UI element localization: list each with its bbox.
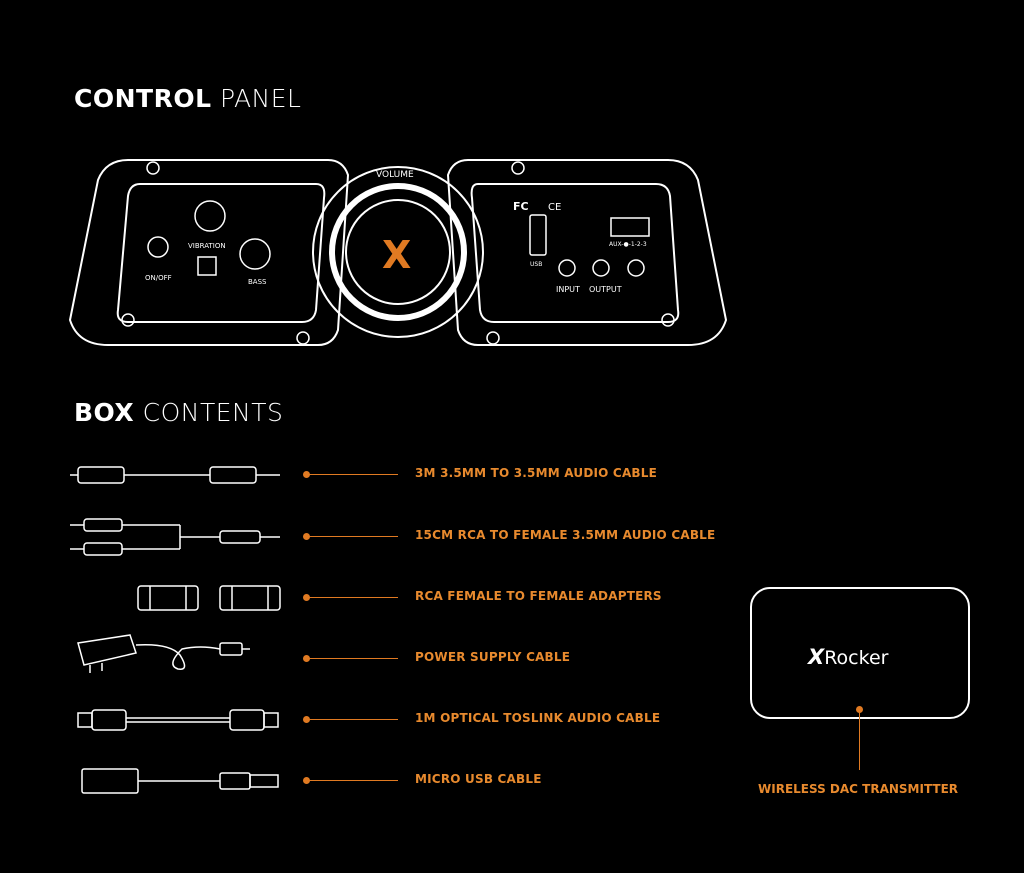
item-label: 1M OPTICAL TOSLINK AUDIO CABLE [415,711,661,725]
ce-label: CE [548,202,561,213]
heading-light: PANEL [219,84,302,113]
usb-label: USB [530,261,542,268]
output-label: OUTPUT [589,285,622,294]
usb-cable-icon [81,768,279,794]
bass-label: BASS [248,278,267,286]
optical-cable-icon [77,709,279,731]
xrocker-logo-icon: X [382,233,411,277]
power-supply-icon [77,634,250,673]
on-off-label: ON/OFF [145,274,172,282]
pointer-line [306,597,398,598]
pointer-line [859,710,860,770]
pointer-dot [856,706,863,713]
pointer-line [306,719,398,720]
dac-label: WIRELESS DAC TRANSMITTER [758,782,959,796]
aux-switch-label: AUX-●-1-2-3 [609,241,647,248]
box-item: RCA FEMALE TO FEMALE ADAPTERS [0,578,740,618]
heading-light: CONTENTS [142,398,284,427]
item-label: RCA FEMALE TO FEMALE ADAPTERS [415,589,662,603]
rca-adapter-icon [137,585,281,611]
item-label: MICRO USB CABLE [415,772,542,786]
control-panel-heading: CONTROL PANEL [74,84,301,113]
box-item: 1M OPTICAL TOSLINK AUDIO CABLE [0,700,740,740]
box-contents-heading: BOX CONTENTS [74,398,283,427]
item-label: POWER SUPPLY CABLE [415,650,571,664]
xrocker-logo: XRocker [808,645,888,669]
control-panel-diagram: VOLUME X ON/OFF VIBRATION BASS FC CE USB… [68,159,728,346]
pointer-line [306,536,398,537]
item-label: 3M 3.5MM TO 3.5MM AUDIO CABLE [415,466,658,480]
vibration-label: VIBRATION [188,242,226,250]
logo-x: X [808,645,825,669]
pointer-line [306,658,398,659]
volume-label: VOLUME [376,170,414,180]
box-item: 3M 3.5MM TO 3.5MM AUDIO CABLE [0,455,740,495]
box-item: 15CM RCA TO FEMALE 3.5MM AUDIO CABLE [0,517,740,557]
logo-text: Rocker [824,647,889,669]
input-label: INPUT [556,285,580,294]
rca-cable-icon [70,518,280,556]
fc-label: FC [513,200,529,213]
heading-bold: BOX [74,398,135,427]
audio-cable-icon [70,466,280,484]
dac-transmitter-box [750,587,970,719]
heading-bold: CONTROL [74,84,212,113]
box-item: POWER SUPPLY CABLE [0,634,740,679]
pointer-line [306,780,398,781]
pointer-line [306,474,398,475]
box-item: MICRO USB CABLE [0,761,740,801]
item-label: 15CM RCA TO FEMALE 3.5MM AUDIO CABLE [415,528,716,542]
